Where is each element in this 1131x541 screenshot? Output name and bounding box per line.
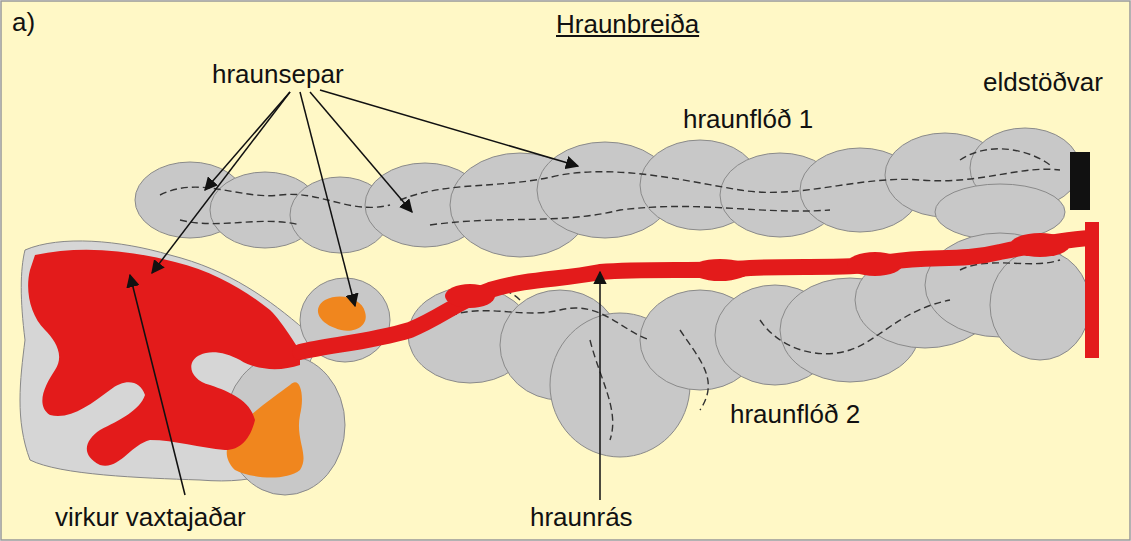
flow-label: hraunflóð 2 [730, 400, 860, 429]
lava-flow-1-lobes [135, 128, 1080, 257]
front-label: virkur vaxtajaðar [55, 503, 246, 532]
lava-channel [300, 238, 1090, 352]
panel-letter: a) [12, 8, 35, 37]
channel-bulges [445, 233, 1070, 308]
flow-label: hraunflóð 1 [683, 105, 813, 134]
vent-label: eldstöðvar [983, 68, 1103, 97]
diagram-title: Hraunbreiða [556, 10, 699, 39]
vent-black [1070, 152, 1090, 210]
leader-lines [130, 90, 600, 500]
lobe-label: hraunsepar [212, 60, 344, 89]
channel-label: hraunrás [530, 503, 633, 532]
lava-flow-2-lobes [225, 233, 1090, 495]
lava-lobes-front [20, 241, 320, 481]
active-growth-front [28, 250, 300, 466]
vent-red [1085, 222, 1099, 358]
